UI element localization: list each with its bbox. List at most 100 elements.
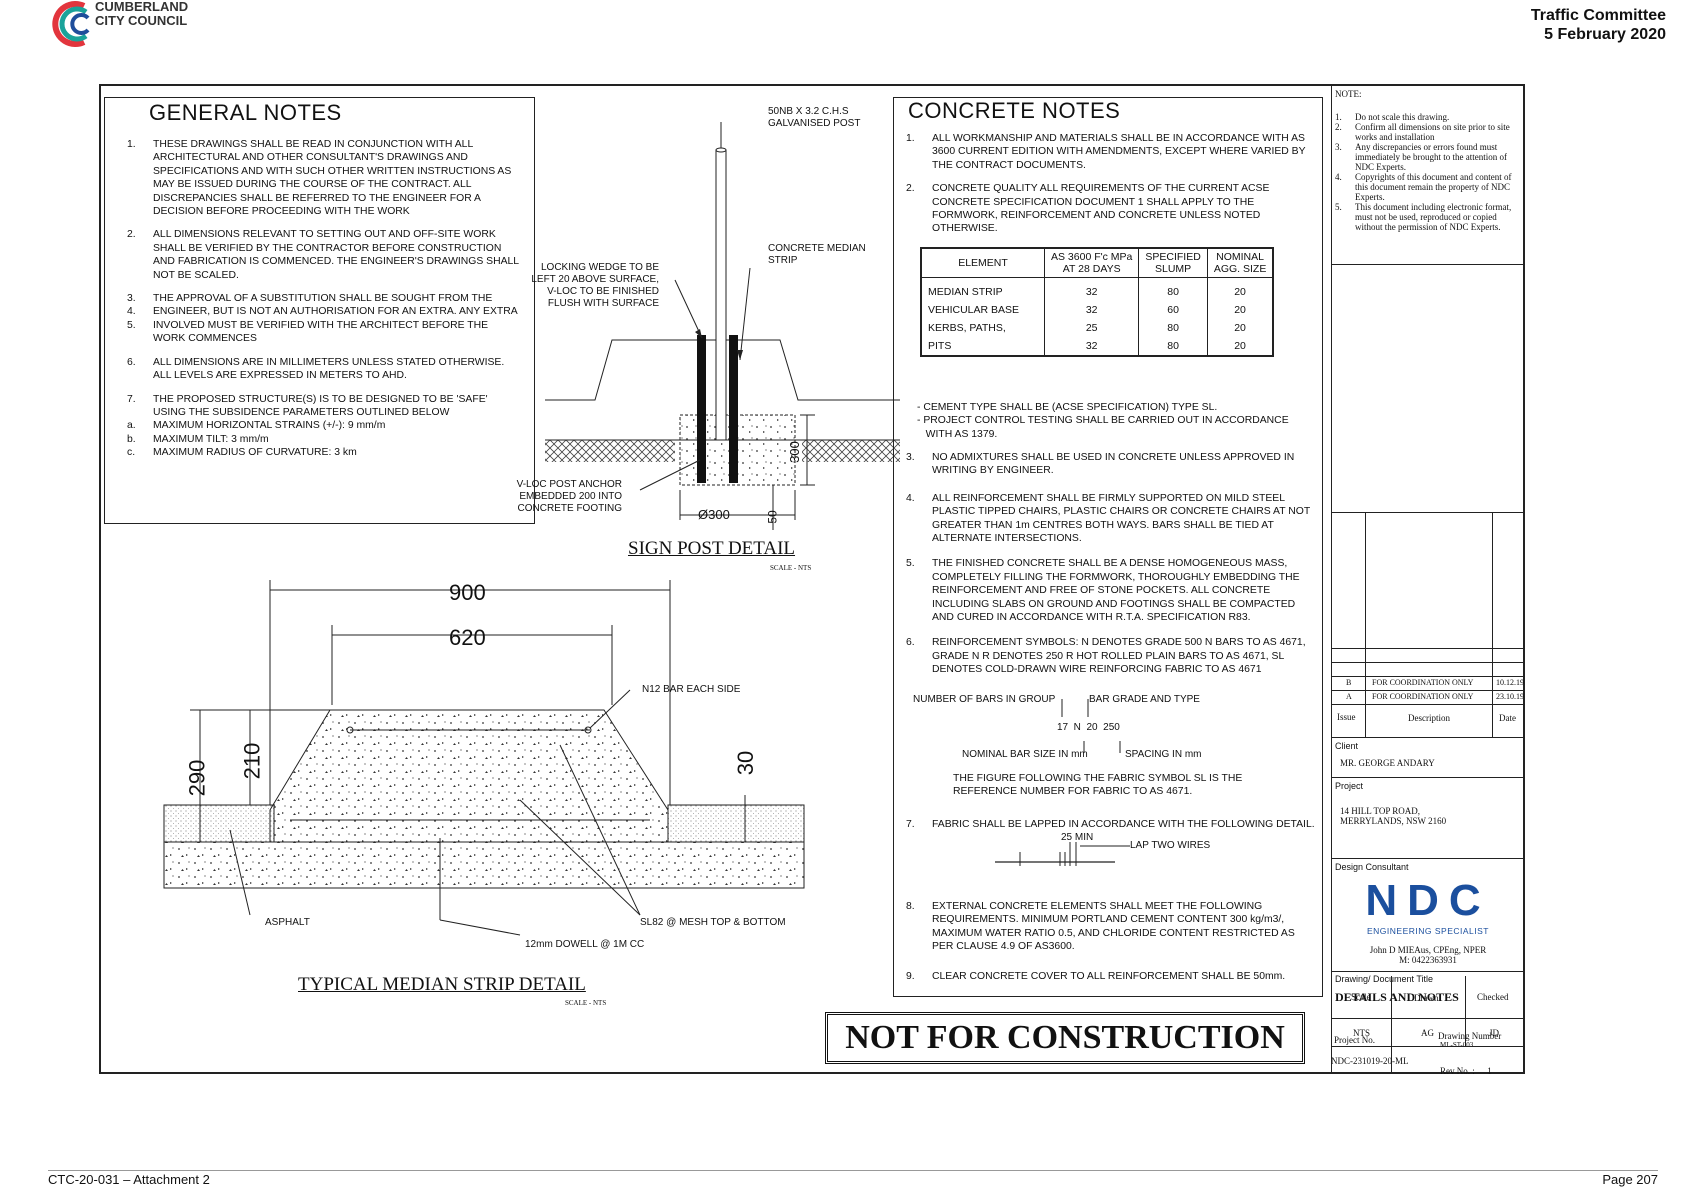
ndc-logo: NDC: [1365, 876, 1491, 925]
table-header: AS 3600 F'c MPa AT 28 DAYS: [1043, 249, 1139, 278]
dim-footing-diameter: Ø300: [698, 507, 730, 522]
ground-hatch-left: [545, 440, 675, 462]
concrete-note-1: 1.ALL WORKMANSHIP AND MATERIALS SHALL BE…: [906, 133, 1306, 235]
tb-rev-hdr-date: Date: [1499, 713, 1516, 723]
tb-drawn-label: Drawn: [1414, 993, 1439, 1003]
tb-note-text: Copyrights of this document and content …: [1355, 172, 1512, 202]
note-number: 7. a. b. c.: [127, 393, 136, 459]
table-cell: VEHICULAR BASE: [928, 304, 1020, 316]
tb-note-item: 3. Any discrepancies or errors found must…: [1335, 142, 1517, 172]
table-header: SPECIFIED SLUMP: [1138, 249, 1208, 278]
concrete-note-7: 7.FABRIC SHALL BE LAPPED IN ACCORDANCE W…: [906, 819, 1315, 830]
dim-footing-depth: 300: [786, 441, 802, 463]
council-logo: [52, 1, 90, 47]
council-name-line2: CITY COUNCIL: [95, 13, 188, 28]
note-number: 2.: [127, 229, 136, 241]
label-sl82-mesh: SL82 @ MESH TOP & BOTTOM: [640, 917, 786, 928]
tb-client-label: Client: [1335, 741, 1359, 751]
tb-note-text: Confirm all dimensions on site prior to …: [1355, 122, 1510, 142]
table-cell: 20: [1206, 337, 1273, 355]
concrete-notes-8-9: 8.EXTERNAL CONCRETE ELEMENTS SHALL MEET …: [906, 901, 1295, 982]
tb-note-title: NOTE:: [1335, 89, 1362, 99]
table-cell: 32: [1043, 337, 1139, 355]
bar-group-label: NUMBER OF BARS IN GROUP: [913, 694, 1056, 705]
tb-project-no: NDC-231019-20-ML: [1331, 1056, 1409, 1066]
concrete-notes-title: CONCRETE NOTES: [908, 98, 1121, 123]
revision-date: 10.12.19: [1496, 678, 1524, 687]
bar-size-label: NOMINAL BAR SIZE IN mm: [962, 749, 1088, 760]
bar-spacing-label: SPACING IN mm: [1125, 749, 1202, 760]
tb-drawing-number: ML-ST-003: [1440, 1041, 1474, 1049]
tb-note-text: This document including electronic forma…: [1355, 202, 1512, 232]
table-cell: 20: [1206, 277, 1273, 301]
council-name: CUMBERLAND CITY COUNCIL: [95, 0, 188, 28]
tb-scale-label: Scale: [1351, 992, 1371, 1002]
sign-post-title: SIGN POST DETAIL: [628, 538, 796, 559]
table-cell: 32: [1043, 277, 1139, 301]
table-header: ELEMENT: [922, 249, 1045, 278]
v-loc-anchor-left: [697, 335, 706, 483]
tb-drawing-title-label: Drawing/ Document Title: [1335, 974, 1434, 984]
dim-210: 210: [239, 742, 265, 780]
bullet-cement-type: - CEMENT TYPE SHALL BE (ACSE SPECIFICATI…: [917, 402, 1218, 413]
tb-checked: JD: [1489, 1028, 1500, 1038]
general-note-item: 1. THESE DRAWINGS SHALL BE READ IN CONJUN…: [127, 138, 522, 218]
median-profile: [545, 339, 900, 401]
general-note-item: 6.ALL DIMENSIONS ARE IN MILLIMETERS UNLE…: [127, 356, 522, 383]
note-number: 1.: [127, 139, 136, 150]
fabric-ref: THE FIGURE FOLLOWING THE FABRIC SYMBOL S…: [953, 773, 1243, 798]
label-locking-wedge: LOCKING WEDGE TO BE LEFT 20 ABOVE SURFAC…: [531, 262, 659, 309]
tb-note-item: 4. Copyrights of this document and conten…: [1335, 172, 1517, 202]
tb-note-text: Any discrepancies or errors found must i…: [1355, 142, 1507, 172]
tb-mobile: M: 0422363931: [1399, 955, 1457, 965]
sign-post-drawing: [545, 122, 900, 530]
tb-note-number: 3.: [1335, 142, 1342, 152]
revision-date: 23.10.19: [1496, 692, 1524, 701]
tb-drawing-number-label: Drawing Number: [1438, 1031, 1502, 1041]
tb-note-number: 1.: [1335, 112, 1342, 122]
tb-rev-hdr-issue: Issue: [1337, 712, 1356, 722]
galvanised-post: [715, 149, 727, 441]
label-dowell: 12mm DOWELL @ 1M CC: [525, 939, 645, 950]
revision-issue: B: [1346, 678, 1352, 687]
footer-rule: [48, 1170, 1658, 1171]
tb-project-no-label-2: Project No.: [1334, 1035, 1375, 1045]
footer-attachment: CTC-20-031 – Attachment 2: [48, 1172, 210, 1187]
tb-drawn: AG: [1421, 1028, 1434, 1038]
table-cell: 32: [1043, 301, 1139, 319]
note-number: 6.: [127, 356, 136, 368]
not-for-construction-stamp: NOT FOR CONSTRUCTION: [825, 1012, 1305, 1064]
table-cell: 20: [1206, 319, 1273, 337]
tb-drawing-title: DETAILS AND NOTES: [1335, 990, 1459, 1004]
label-concrete-median: CONCRETE MEDIAN STRIP: [768, 243, 866, 266]
table-cell: 25: [1043, 319, 1139, 337]
table-cell: KERBS, PATHS,: [928, 322, 1006, 334]
drawing-sheet: [99, 84, 1525, 1074]
tb-notes-list: 1.Do not scale this drawing.2.Confirm al…: [1335, 112, 1517, 232]
note-text: THESE DRAWINGS SHALL BE READ IN CONJUNCT…: [153, 139, 512, 218]
general-notes-list: 1. THESE DRAWINGS SHALL BE READ IN CONJUN…: [127, 138, 522, 460]
tb-note-number: 4.: [1335, 172, 1342, 182]
tb-note-item: 1.Do not scale this drawing.: [1335, 112, 1517, 122]
dim-290: 290: [184, 759, 210, 797]
label-vloc-anchor: V-LOC POST ANCHOR EMBEDDED 200 INTO CONC…: [516, 479, 622, 514]
concrete-notes-3-6: 3.NO ADMIXTURES SHALL BE USED IN CONCRET…: [906, 452, 1310, 676]
table-cell: 20: [1206, 301, 1273, 319]
bar-code: 17 N 20 250: [1057, 722, 1120, 733]
general-note-item: 7. a. b. c.THE PROPOSED STRUCTURE(S) IS …: [127, 393, 522, 460]
dim-900: 900: [449, 580, 486, 605]
dim-footing-50: 50: [765, 510, 780, 524]
asphalt-right: [667, 804, 805, 843]
v-loc-anchor-right: [729, 335, 738, 483]
asphalt-left: [163, 804, 275, 843]
ndc-subtitle: ENGINEERING SPECIALIST: [1367, 926, 1489, 936]
bullet-testing: - PROJECT CONTROL TESTING SHALL BE CARRI…: [917, 415, 1289, 440]
tb-lower-grid: Scale Drawn Checked NTS AG JD Project No…: [1331, 976, 1523, 1072]
median-strip-drawing: [163, 580, 805, 936]
general-notes-title: GENERAL NOTES: [149, 100, 342, 125]
